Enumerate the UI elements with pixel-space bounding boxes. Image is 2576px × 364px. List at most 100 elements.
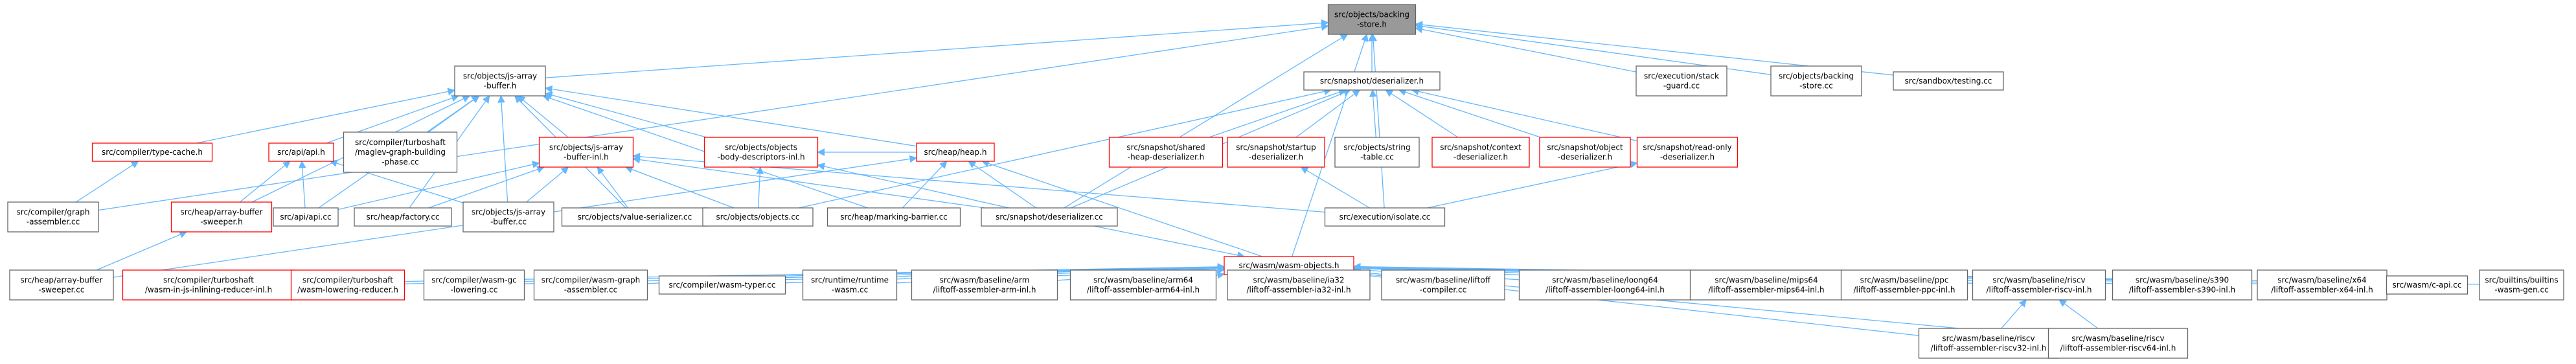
node-snapshot-deserializer-cc[interactable]: src/snapshot/deserializer.cc	[981, 207, 1118, 227]
node-liftoff-arm-inl-h[interactable]: src/wasm/baseline/arm/liftoff-assembler-…	[911, 269, 1058, 301]
node-wasm-in-js-inlining-reducer-inl-h[interactable]: src/compiler/turboshaft/wasm-in-js-inlin…	[122, 269, 295, 301]
node-runtime-runtime-wasm-cc[interactable]: src/runtime/runtime-wasm.cc	[802, 269, 898, 301]
node-label-line: src/wasm/baseline/riscv	[1942, 334, 2035, 343]
node-liftoff-riscv-inl-h[interactable]: src/wasm/baseline/riscv/liftoff-assemble…	[1972, 269, 2106, 301]
node-box	[2112, 269, 2253, 301]
node-builtins-wasm-gen-cc[interactable]: src/builtins/builtins-wasm-gen.cc	[2479, 269, 2564, 301]
node-label-line: -assembler.cc	[564, 286, 617, 295]
node-context-deserializer-h[interactable]: src/snapshot/context-deserializer.h	[1431, 137, 1530, 168]
node-label-line: src/snapshot/shared	[1126, 143, 1205, 152]
node-api-api-cc[interactable]: src/api/api.cc	[273, 207, 339, 227]
node-box	[1689, 269, 1843, 301]
node-wasm-lowering-reducer-h[interactable]: src/compiler/turboshaft/wasm-lowering-re…	[290, 269, 405, 301]
node-label-line: /liftoff-assembler-loong64-inl.h	[1545, 286, 1665, 295]
node-label-line: src/wasm/wasm-objects.h	[1238, 261, 1339, 270]
node-js-array-buffer-inl-h[interactable]: src/objects/js-array-buffer-inl.h	[538, 137, 634, 168]
node-execution-isolate-cc[interactable]: src/execution/isolate.cc	[1324, 207, 1446, 227]
node-value-serializer-cc[interactable]: src/objects/value-serializer.cc	[561, 207, 709, 227]
edge-snapshot-deserializer-cc-to-js-array-buffer-inl-h	[632, 155, 985, 209]
node-objects-string-table-cc[interactable]: src/objects/string-table.cc	[1334, 137, 1420, 168]
node-liftoff-arm64-inl-h[interactable]: src/wasm/baseline/arm64/liftoff-assemble…	[1069, 269, 1217, 301]
node-compiler-wasm-typer-cc[interactable]: src/compiler/wasm-typer.cc	[658, 275, 786, 295]
node-liftoff-loong64-inl-h[interactable]: src/wasm/baseline/loong64/liftoff-assemb…	[1518, 269, 1692, 301]
node-box	[1227, 269, 1371, 301]
node-wasm-c-api-cc[interactable]: src/wasm/c-api.cc	[2386, 275, 2468, 295]
edge-object-deserializer-h-to-snapshot-deserializer-h	[1398, 88, 1541, 138]
node-compiler-type-cache-h[interactable]: src/compiler/type-cache.h	[91, 142, 213, 162]
node-api-api-h[interactable]: src/api/api.h	[268, 142, 334, 162]
node-label-line: -deserializer.h	[1249, 153, 1303, 162]
node-maglev-graph-building-phase-cc[interactable]: src/compiler/turboshaft/maglev-graph-bui…	[343, 131, 458, 173]
node-js-array-buffer-cc[interactable]: src/objects/js-array-buffer.cc	[462, 201, 554, 233]
node-box	[1303, 71, 1441, 91]
node-heap-heap-h[interactable]: src/heap/heap.h	[916, 142, 995, 162]
node-label-line: src/heap/heap.h	[924, 148, 987, 157]
node-backing-store-cc[interactable]: src/objects/backing-store.cc	[1770, 65, 1862, 97]
node-box	[981, 207, 1118, 227]
node-liftoff-mips64-inl-h[interactable]: src/wasm/baseline/mips64/liftoff-assembl…	[1689, 269, 1843, 301]
node-label-line: -body-descriptors-inl.h	[717, 153, 804, 162]
edge-liftoff-riscv32-inl-h-to-liftoff-riscv-inl-h	[2001, 299, 2027, 329]
node-label-line: src/api/api.h	[277, 148, 325, 157]
node-label-line: -store.cc	[1799, 82, 1833, 91]
node-box	[1334, 137, 1420, 168]
node-label-line: src/sandbox/testing.cc	[1905, 76, 1992, 85]
node-sandbox-testing-cc[interactable]: src/sandbox/testing.cc	[1893, 71, 2004, 91]
node-liftoff-s390-inl-h[interactable]: src/wasm/baseline/s390/liftoff-assembler…	[2112, 269, 2253, 301]
node-shared-heap-deserializer-h[interactable]: src/snapshot/shared-heap-deserializer.h	[1108, 137, 1224, 168]
node-liftoff-riscv64-inl-h[interactable]: src/wasm/baseline/riscv/liftoff-assemble…	[2047, 328, 2189, 359]
node-liftoff-compiler-cc[interactable]: src/wasm/baseline/liftoff-compiler.cc	[1381, 269, 1505, 301]
node-js-array-buffer-h[interactable]: src/objects/js-array-buffer.h	[454, 65, 546, 97]
node-liftoff-riscv32-inl-h[interactable]: src/wasm/baseline/riscv/liftoff-assemble…	[1918, 328, 2059, 359]
edge-liftoff-arm64-inl-h-to-wasm-objects-h	[1216, 271, 1225, 279]
node-object-deserializer-h[interactable]: src/snapshot/object-deserializer.h	[1539, 137, 1631, 168]
node-label-line: src/objects/backing	[1779, 72, 1854, 81]
node-label-line: -compiler.cc	[1420, 286, 1466, 295]
edge-heap-array-buffer-sweeper-cc-to-heap-array-buffer-sweeper-h	[96, 231, 187, 271]
node-label-line: src/wasm/baseline/arm	[940, 276, 1030, 285]
node-box	[1381, 269, 1505, 301]
node-label-line: -table.cc	[1360, 153, 1394, 162]
node-backing-store-h[interactable]: src/objects/backing-store.h	[1327, 4, 1417, 35]
node-compiler-graph-assembler-cc[interactable]: src/compiler/graph-assembler.cc	[7, 201, 99, 233]
node-objects-objects-cc[interactable]: src/objects/objects.cc	[702, 207, 814, 227]
edge-compiler-graph-assembler-cc-to-compiler-type-cache-h	[75, 161, 139, 203]
edge-context-deserializer-h-to-snapshot-deserializer-h	[1385, 89, 1459, 138]
node-box	[1918, 328, 2059, 359]
node-liftoff-ia32-inl-h[interactable]: src/wasm/baseline/ia32/liftoff-assembler…	[1227, 269, 1371, 301]
node-label-line: src/snapshot/deserializer.cc	[996, 212, 1103, 222]
edge-js-array-buffer-cc-to-js-array-buffer-h	[497, 95, 508, 203]
node-label-line: src/compiler/type-cache.h	[102, 148, 203, 157]
node-box	[1893, 71, 2004, 91]
node-box	[1108, 137, 1224, 168]
node-label-line: src/wasm/baseline/liftoff	[1396, 276, 1491, 285]
node-label-line: src/objects/js-array	[463, 72, 537, 81]
node-objects-body-descriptors-inl-h[interactable]: src/objects/objects-body-descriptors-inl…	[703, 137, 819, 168]
node-box	[916, 142, 995, 162]
edge-snapshot-deserializer-cc-to-objects-body-descriptors-inl-h	[817, 163, 1009, 209]
node-label-line: src/objects/value-serializer.cc	[578, 212, 692, 222]
node-liftoff-ppc-inl-h[interactable]: src/wasm/baseline/ppc/liftoff-assembler-…	[1840, 269, 1968, 301]
node-box	[702, 207, 814, 227]
edge-objects-body-descriptors-inl-h-to-js-array-buffer-h	[544, 91, 707, 138]
node-label-line: src/wasm/baseline/mips64	[1715, 276, 1818, 285]
node-heap-array-buffer-sweeper-h[interactable]: src/heap/array-buffer-sweeper.h	[170, 201, 273, 233]
node-label-line: src/compiler/wasm-gc	[431, 276, 517, 285]
node-heap-marking-barrier-cc[interactable]: src/heap/marking-barrier.cc	[826, 207, 961, 227]
node-box	[1518, 269, 1692, 301]
node-heap-array-buffer-sweeper-cc[interactable]: src/heap/array-buffer-sweeper.cc	[9, 269, 114, 301]
node-label-line: src/snapshot/startup	[1236, 143, 1316, 152]
node-heap-factory-cc[interactable]: src/heap/factory.cc	[354, 207, 452, 227]
node-compiler-wasm-gc-lowering-cc[interactable]: src/compiler/wasm-gc-lowering.cc	[423, 269, 525, 301]
node-startup-deserializer-h[interactable]: src/snapshot/startup-deserializer.h	[1227, 137, 1325, 168]
node-box	[1840, 269, 1968, 301]
node-label-line: src/compiler/wasm-typer.cc	[669, 280, 776, 290]
edge-compiler-graph-assembler-cc-to-backing-store-h	[98, 23, 1329, 211]
node-compiler-wasm-graph-assembler-cc[interactable]: src/compiler/wasm-graph-assembler.cc	[533, 269, 648, 301]
node-liftoff-x64-inl-h[interactable]: src/wasm/baseline/x64/liftoff-assembler-…	[2257, 269, 2388, 301]
node-label-line: src/heap/factory.cc	[366, 212, 439, 222]
node-snapshot-deserializer-h[interactable]: src/snapshot/deserializer.h	[1303, 71, 1441, 91]
node-execution-stack-guard-cc[interactable]: src/execution/stack-guard.cc	[1636, 65, 1727, 97]
node-read-only-deserializer-h[interactable]: src/snapshot/read-only-deserializer.h	[1636, 137, 1738, 168]
